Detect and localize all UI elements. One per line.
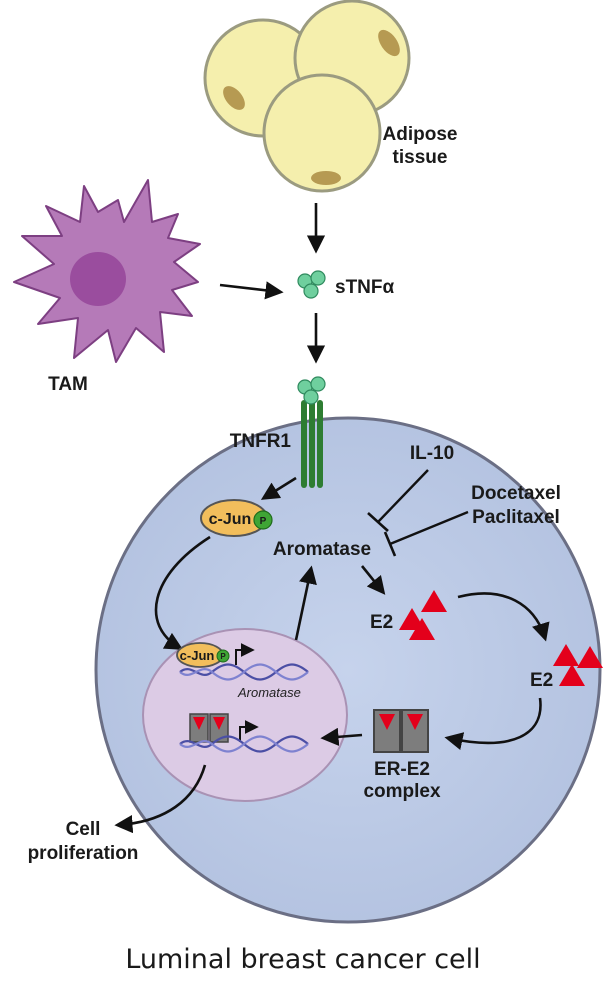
paclitaxel-label: Paclitaxel	[472, 507, 560, 528]
er-e2-complex	[373, 709, 429, 753]
arrow-cjun-to-nucleus	[154, 535, 211, 650]
docetaxel-label: Docetaxel	[471, 483, 561, 504]
e2-molecules-outer	[553, 644, 603, 686]
arrow-aromatase-to-e2	[360, 565, 386, 595]
cell-proliferation-line1: Cell	[66, 819, 101, 840]
dna-er-target	[179, 735, 309, 753]
e2-molecules-inner	[399, 590, 447, 640]
er-e2-on-dna	[189, 713, 229, 743]
adipose-label-line1: Adipose	[383, 124, 458, 145]
il10-label: IL-10	[410, 443, 454, 464]
cell-nucleus	[142, 628, 348, 802]
adipocyte	[262, 73, 382, 193]
arrow-tam-to-stnfa	[219, 281, 284, 300]
er-e2-label-line1: ER-E2	[374, 759, 430, 780]
il10-inhibition-line	[367, 469, 429, 532]
e2-inner-label: E2	[370, 612, 393, 633]
stnfa-trimer	[297, 270, 326, 299]
arrow-to-cell-proliferation	[114, 764, 207, 834]
dna-aromatase-gene	[179, 663, 309, 681]
er-e2-label-line2: complex	[363, 781, 441, 802]
cjun-label: c-Jun	[209, 511, 252, 528]
adipose-label-line2: tissue	[393, 147, 448, 168]
e2-outer-label: E2	[530, 670, 553, 691]
aromatase-gene-label: Aromatase	[237, 685, 301, 700]
adipocyte-nucleus	[223, 86, 245, 110]
figure-caption: Luminal breast cancer cell	[125, 944, 480, 975]
stnfa-label: sTNFα	[335, 277, 395, 298]
taxane-inhibition-line	[383, 510, 469, 557]
aromatase-label: Aromatase	[273, 539, 371, 560]
transcription-arrow-er	[239, 720, 259, 742]
adipose-tissue: Adipose tissue	[203, 0, 458, 193]
cell-proliferation-line2: proliferation	[28, 843, 139, 864]
transcription-arrow-aromatase	[235, 643, 255, 665]
cjun-phospho-protein: c-Jun P	[200, 499, 273, 537]
cjun-nuclear-label: c-Jun	[180, 648, 215, 663]
tnfr1-receptor	[297, 376, 326, 488]
arrow-gene-to-aromatase	[294, 565, 317, 641]
tam-macrophage: TAM	[13, 179, 201, 395]
adipocyte-nucleus	[311, 171, 341, 185]
arrow-e2-out	[457, 592, 550, 642]
tnfr1-label: TNFR1	[230, 431, 292, 452]
arrow-e2-in	[444, 697, 542, 750]
phospho-label: P	[260, 516, 267, 527]
tam-nucleus	[70, 252, 126, 306]
cjun-on-aromatase-gene: c-Jun P	[176, 642, 230, 668]
phospho-nuclear-label: P	[220, 652, 226, 661]
arrow-tnfr1-to-cjun	[260, 476, 297, 500]
tam-label: TAM	[48, 374, 88, 395]
arrow-er-e2-to-nucleus	[320, 727, 363, 746]
adipocyte-nucleus	[378, 29, 400, 57]
